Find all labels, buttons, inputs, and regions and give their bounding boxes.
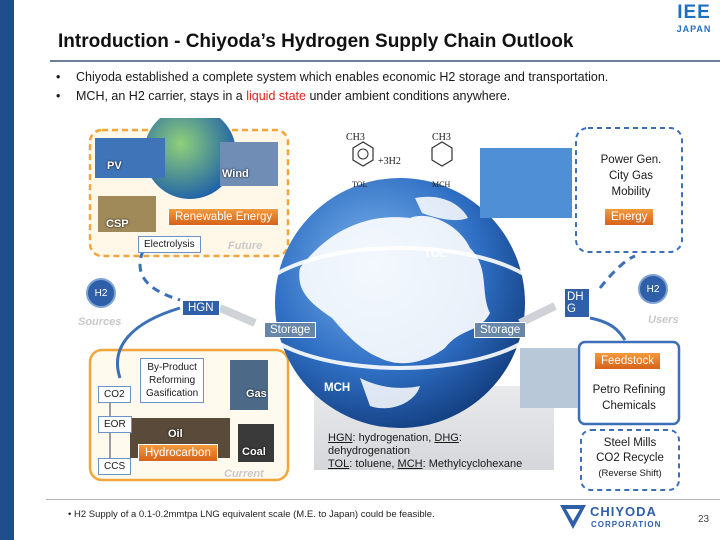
supply-chain-diagram: PV Wind CSP Renewable Energy Electrolysi… (70, 118, 710, 498)
footer-divider (46, 499, 720, 500)
toluene-ring-icon (352, 141, 374, 167)
renewable-energy-label: Renewable Energy (168, 208, 280, 226)
iee-japan-logo: IEE JAPAN (672, 2, 716, 40)
h2-source-icon: H2 (86, 278, 116, 308)
chiyoda-name: CHIYODA (590, 504, 657, 519)
flow-arrow (218, 304, 257, 327)
coal-photo (238, 424, 274, 462)
csp-label: CSP (106, 218, 129, 230)
energy-users-text: Power Gen. City Gas Mobility (600, 154, 662, 198)
city-photo (480, 148, 572, 218)
co2-box: CO2 (98, 386, 131, 403)
future-label: Future (228, 240, 263, 252)
mch-ship-label: MCH (324, 382, 351, 394)
bullet-dot-icon: • (56, 89, 61, 103)
storage-right-box: Storage (474, 322, 527, 338)
hgn-plant-box: HGN (182, 300, 220, 316)
pv-photo (95, 138, 165, 178)
iee-logo-text: IEE (677, 2, 711, 23)
title-divider (50, 60, 720, 62)
sources-label: Sources (78, 316, 122, 328)
flow-arrow (116, 306, 181, 379)
current-label: Current (224, 468, 264, 480)
reaction-label: +3H2 (378, 156, 401, 167)
bullet-text: Chiyoda established a complete system wh… (76, 70, 609, 84)
cyclohexane-ring-icon (431, 141, 453, 167)
bullet-item: • MCH, an H2 carrier, stays in a liquid … (56, 89, 716, 103)
bullet-dot-icon: • (56, 70, 61, 84)
wind-label: Wind (222, 168, 249, 180)
page-number: 23 (698, 514, 710, 525)
aromatic-circle-icon (357, 148, 369, 160)
tol-ship-label: TOL (424, 248, 447, 260)
slide-title: Introduction - Chiyoda’s Hydrogen Supply… (58, 31, 574, 52)
pv-label: PV (107, 160, 122, 172)
bullet-text: MCH, an H2 carrier, stays in a liquid st… (76, 89, 511, 103)
highlight-text: liquid state (246, 89, 306, 103)
energy-users-box (575, 127, 683, 253)
hydrocarbon-label: Hydrocarbon (138, 444, 218, 462)
legend-text: HGN: hydrogenation, DHG: dehydrogenation… (328, 432, 523, 470)
energy-label: Energy (604, 208, 655, 226)
gas-platform-photo (230, 360, 268, 410)
refinery-photo (520, 348, 578, 408)
byproduct-box: By-Product Reforming Gasification (140, 358, 205, 403)
flow-arrow (138, 237, 181, 302)
footer-note: • H2 Supply of a 0.1-0.2mmtpa LNG equiva… (68, 509, 435, 520)
ch3-left-label: CH3 (346, 132, 365, 143)
oil-label: Oil (168, 428, 183, 440)
ch3-right-label: CH3 (432, 132, 451, 143)
continent-shape (415, 196, 468, 221)
japan-logo-text: JAPAN (676, 24, 712, 34)
steel-mills-text: Steel Mills CO2 Recycle (Reverse Shift) (596, 437, 664, 479)
flow-arrow (598, 254, 636, 289)
chiyoda-logo: CHIYODA CORPORATION (560, 503, 670, 533)
h2-user-icon: H2 (638, 274, 668, 304)
left-sidebar-bar (0, 0, 14, 540)
coal-label: Coal (242, 446, 266, 458)
bullet-item: • Chiyoda established a complete system … (56, 70, 716, 84)
steel-mills-box (580, 429, 680, 491)
gas-label: Gas (246, 388, 267, 400)
tol-chem-label: TOL (352, 180, 368, 189)
bullet-list: • Chiyoda established a complete system … (56, 70, 716, 108)
earth-icon (144, 118, 236, 199)
feedstock-text: Petro Refining Chemicals (592, 384, 666, 412)
dhg-plant-box: DH G (564, 288, 590, 318)
chiyoda-logo-icon (560, 505, 586, 529)
chiyoda-corporation: CORPORATION (591, 520, 662, 529)
csp-photo (98, 196, 156, 232)
users-label: Users (648, 314, 679, 326)
electrolysis-box: Electrolysis (138, 236, 201, 253)
continent-shape (360, 378, 420, 409)
flow-arrow (589, 316, 627, 341)
mch-chem-label: MCH (432, 180, 451, 189)
wind-photo (220, 142, 278, 186)
ccs-box: CCS (98, 458, 132, 475)
eor-box: EOR (98, 416, 132, 433)
feedstock-label: Feedstock (594, 352, 662, 370)
diagram-graphics (88, 118, 683, 491)
flow-arrow (518, 302, 557, 327)
storage-left-box: Storage (264, 322, 317, 338)
